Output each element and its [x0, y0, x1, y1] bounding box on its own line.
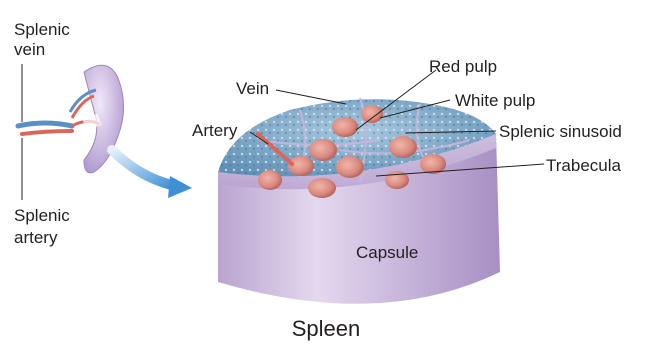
label-red-pulp: Red pulp — [429, 57, 497, 77]
label-splenic-artery-line2: artery — [14, 228, 57, 248]
label-capsule: Capsule — [356, 243, 418, 263]
label-trabecula: Trabecula — [546, 156, 621, 176]
arrow-icon — [112, 150, 192, 198]
label-splenic-vein-line1: Splenic — [14, 20, 70, 40]
label-splenic-artery-line1: Splenic — [14, 206, 70, 226]
label-splenic-vein-line2: vein — [14, 40, 45, 60]
spleen-organ-illustration — [18, 65, 124, 173]
label-splenic-sinusoid: Splenic sinusoid — [499, 122, 622, 142]
figure-caption: Spleen — [0, 316, 652, 342]
label-artery: Artery — [192, 121, 237, 141]
label-white-pulp: White pulp — [455, 91, 535, 111]
label-vein: Vein — [236, 79, 269, 99]
